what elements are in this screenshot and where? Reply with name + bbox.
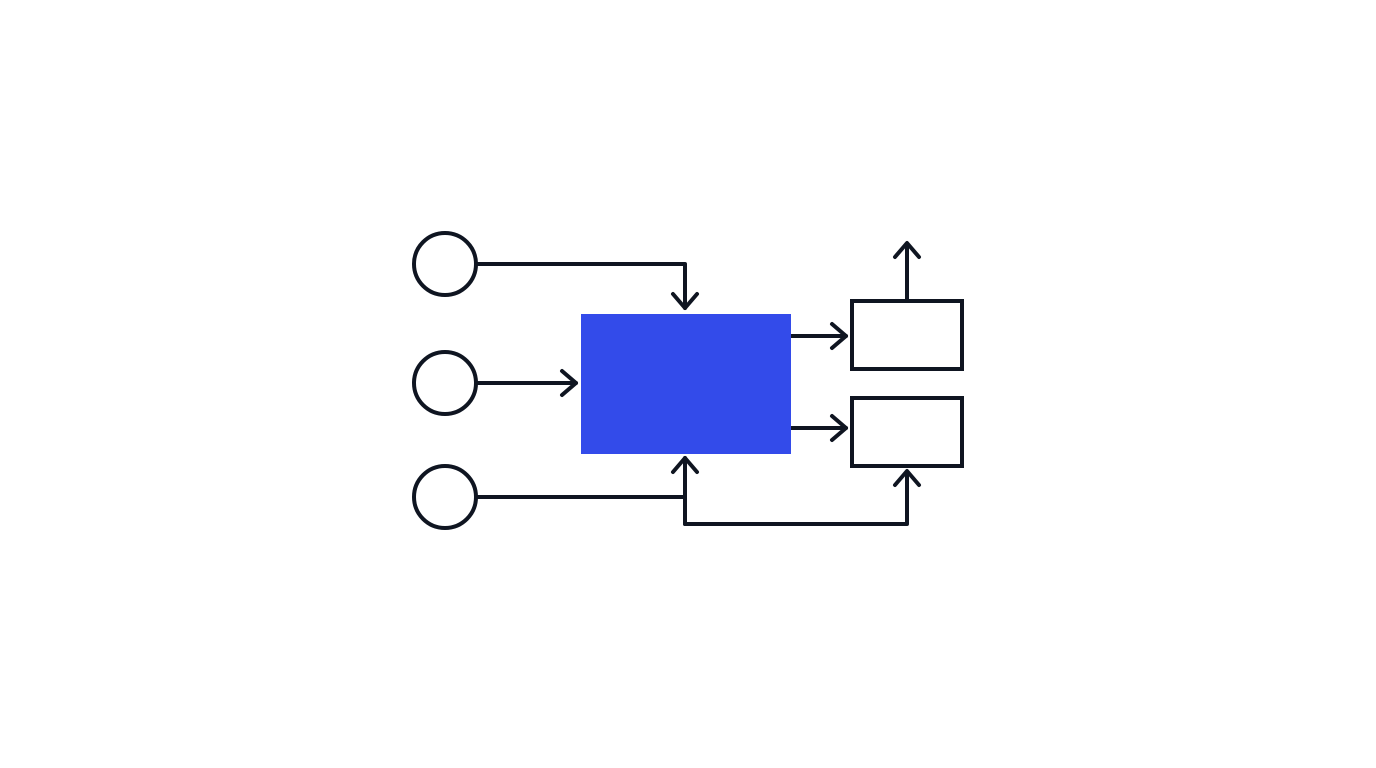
- arrowhead-right-icon: [560, 369, 578, 397]
- arrowhead-right-icon: [830, 322, 848, 350]
- arrowhead-up-icon: [893, 469, 921, 487]
- input-node-3: [412, 464, 478, 530]
- process-block: [581, 314, 791, 454]
- arrowhead-right-icon: [830, 414, 848, 442]
- input-node-1: [412, 231, 478, 297]
- arrowhead-up-icon: [893, 241, 921, 259]
- arrowhead-down-icon: [671, 292, 699, 310]
- input-node-2: [412, 350, 478, 416]
- output-block-2: [850, 396, 964, 468]
- edge-junction-to-output-2: [683, 470, 909, 526]
- output-block-1: [850, 299, 964, 371]
- edge-input-1-to-process: [475, 262, 687, 310]
- arrowhead-up-icon: [671, 456, 699, 474]
